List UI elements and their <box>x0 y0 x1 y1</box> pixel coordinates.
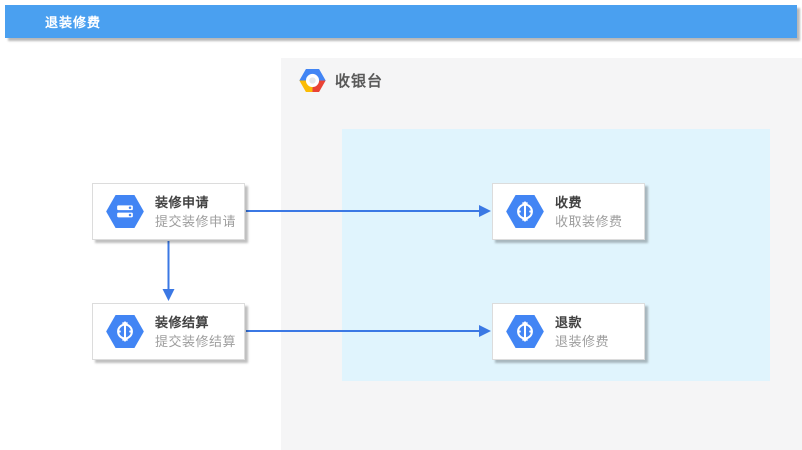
pool-container: 收银台 <box>281 58 802 450</box>
node-title: 装修结算 <box>155 314 210 330</box>
pool-header: 收银台 <box>299 69 383 92</box>
gcp-hexagon-logo-icon <box>299 69 326 92</box>
window-titlebar: 退装修费 <box>5 5 797 38</box>
hexagon-server-icon <box>106 195 144 228</box>
node-subtitle: 退装修费 <box>555 333 610 349</box>
node-refund[interactable]: 退款 退装修费 <box>492 303 645 360</box>
node-text: 收费 收取装修费 <box>555 193 623 231</box>
node-text: 装修申请 提交装修申请 <box>155 193 236 231</box>
node-subtitle: 收取装修费 <box>555 213 623 229</box>
node-text: 退款 退装修费 <box>555 313 609 351</box>
node-charge-fee[interactable]: 收费 收取装修费 <box>492 183 645 240</box>
node-subtitle: 提交装修结算 <box>155 333 237 349</box>
hexagon-service-icon <box>506 195 544 228</box>
node-title: 装修申请 <box>155 194 210 210</box>
page-title: 退装修费 <box>45 15 102 30</box>
node-subtitle: 提交装修申请 <box>155 213 237 229</box>
node-title: 退款 <box>555 314 583 330</box>
hexagon-service-icon <box>106 315 144 348</box>
node-decoration-settle[interactable]: 装修结算 提交装修结算 <box>92 303 245 360</box>
pool-title: 收银台 <box>335 73 384 90</box>
node-title: 收费 <box>555 194 583 210</box>
node-text: 装修结算 提交装修结算 <box>155 313 236 351</box>
edge-arrow-apply-to-settle <box>162 241 175 301</box>
node-decoration-apply[interactable]: 装修申请 提交装修申请 <box>92 183 245 240</box>
hexagon-service-icon <box>506 315 544 348</box>
